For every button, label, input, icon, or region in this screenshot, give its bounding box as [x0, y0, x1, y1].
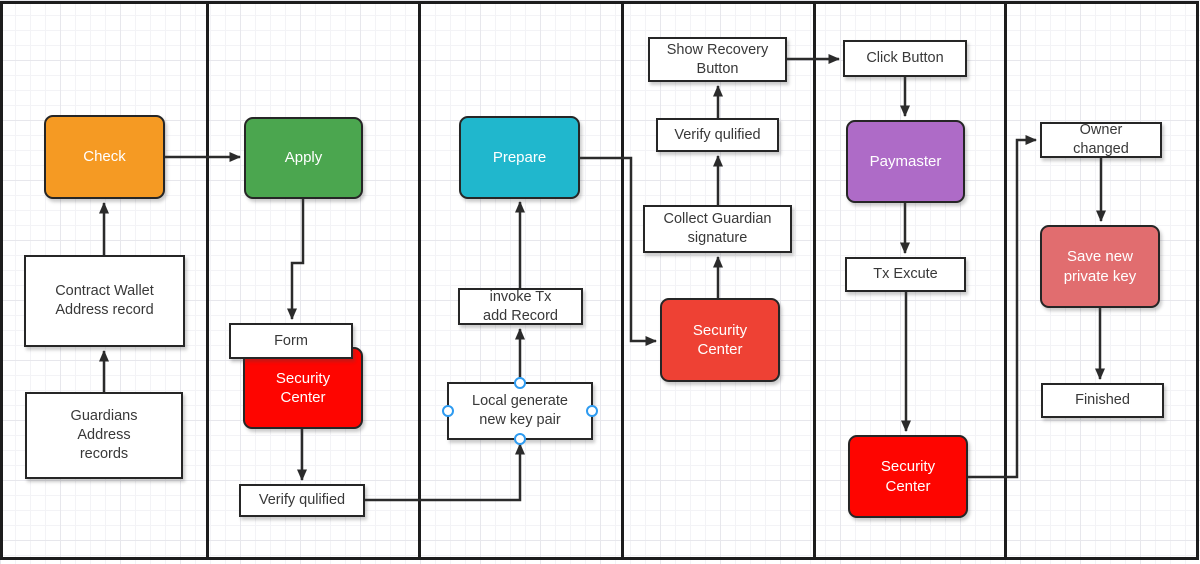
- node-tx-excute[interactable]: Tx Excute: [845, 257, 966, 292]
- node-label: Contract Wallet Address record: [55, 283, 154, 318]
- edge-prepare-to-sc4: [580, 156, 657, 346]
- node-label: Show Recovery Button: [666, 41, 769, 77]
- node-verify-qulified-lane4[interactable]: Verify qulified: [656, 118, 779, 152]
- node-label: Save new private key: [1063, 248, 1137, 285]
- node-label: Security Center: [880, 458, 936, 495]
- node-label: Guardians Address records: [70, 408, 138, 462]
- connection-handle-right[interactable]: [586, 405, 598, 417]
- node-click-button[interactable]: Click Button: [843, 40, 967, 77]
- node-label: Paymaster: [869, 152, 942, 170]
- node-label: Owner changed: [1073, 122, 1129, 157]
- node-label: Verify qulified: [674, 126, 761, 143]
- node-label: Click Button: [866, 50, 944, 67]
- connection-handle-top[interactable]: [514, 377, 526, 389]
- node-form[interactable]: Form: [229, 323, 353, 359]
- node-contract-wallet-address-record[interactable]: Contract Wallet Address record: [24, 255, 185, 347]
- node-owner-changed[interactable]: Owner changed: [1040, 122, 1162, 158]
- lane-divider: [621, 2, 624, 557]
- lane-divider: [206, 2, 209, 557]
- node-label: Check: [83, 148, 126, 166]
- node-invoke-tx-add-record[interactable]: invoke Tx add Record: [458, 288, 583, 325]
- node-label: Local generate new key pair: [472, 393, 568, 428]
- node-label: Security Center: [692, 321, 748, 359]
- node-label: Prepare: [492, 148, 547, 166]
- lane-divider: [1004, 2, 1007, 557]
- lane-divider: [418, 2, 421, 557]
- edge-apply-to-form: [287, 199, 305, 320]
- node-label: Verify qulified: [258, 492, 346, 509]
- lane-divider: [813, 2, 816, 557]
- node-guardians-address-records[interactable]: Guardians Address records: [25, 392, 183, 479]
- node-security-center-lane4[interactable]: Security Center: [660, 298, 780, 382]
- edge-verify2-to-localgen: [365, 443, 525, 502]
- node-prepare[interactable]: Prepare: [459, 116, 580, 199]
- node-security-center-lane5[interactable]: Security Center: [848, 435, 968, 518]
- node-label: Tx Excute: [873, 266, 938, 283]
- node-label: Collect Guardian signature: [663, 211, 772, 246]
- connection-handle-bottom[interactable]: [514, 433, 526, 445]
- node-apply[interactable]: Apply: [244, 117, 363, 199]
- node-collect-guardian-signature[interactable]: Collect Guardian signature: [643, 205, 792, 253]
- node-show-recovery-button[interactable]: Show Recovery Button: [648, 37, 787, 82]
- node-save-new-private-key[interactable]: Save new private key: [1040, 225, 1160, 308]
- node-label: Finished: [1075, 392, 1130, 409]
- node-local-generate-new-key-pair[interactable]: Local generate new key pair: [442, 377, 598, 445]
- node-paymaster[interactable]: Paymaster: [846, 120, 965, 203]
- node-verify-qulified-lane2[interactable]: Verify qulified: [239, 484, 365, 517]
- node-label: Apply: [284, 149, 323, 167]
- connection-handle-left[interactable]: [442, 405, 454, 417]
- node-label: Security Center: [275, 369, 331, 407]
- node-check[interactable]: Check: [44, 115, 165, 199]
- node-label: invoke Tx add Record: [483, 288, 558, 324]
- node-security-center-lane2[interactable]: Security Center: [243, 347, 363, 429]
- edge-sc5-to-owner: [968, 135, 1037, 479]
- node-finished[interactable]: Finished: [1041, 383, 1164, 418]
- node-label: Form: [274, 332, 308, 349]
